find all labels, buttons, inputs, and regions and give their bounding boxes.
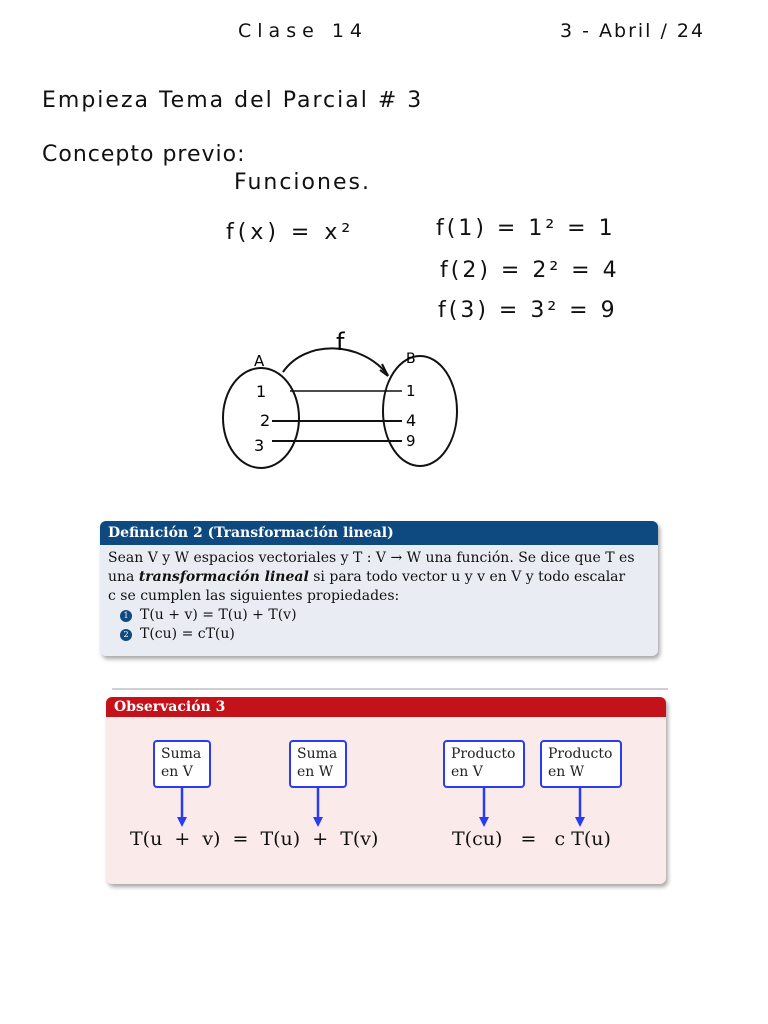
definition-title: Definición 2 (Transformación lineal) xyxy=(100,521,658,545)
mapping-curve-arrowhead xyxy=(379,363,389,377)
notes-line-functions: Funciones. xyxy=(234,170,371,195)
set-b-ellipse xyxy=(382,355,458,467)
page-title: Clase 14 xyxy=(238,20,368,42)
property-item-2: 2 T(cu) = cT(u) xyxy=(120,625,650,644)
mapping-f-label: f xyxy=(336,330,345,356)
mapping-curve-arrow xyxy=(282,347,389,376)
arrowhead-sum-v xyxy=(177,817,187,827)
date-text: 3 - Abril / 24 xyxy=(560,20,706,42)
definition-term: transformación lineal xyxy=(138,569,309,585)
arrowhead-product-w xyxy=(575,817,585,827)
domain-3: 3 xyxy=(254,436,264,455)
example-f1: f(1) = 1² = 1 xyxy=(436,216,616,241)
domain-2: 2 xyxy=(260,411,270,430)
notes-line-topic: Empieza Tema del Parcial # 3 xyxy=(42,88,424,113)
equation-homogeneity: T(cu) = c T(u) xyxy=(452,828,611,850)
property-1: T(u + v) = T(u) + T(v) xyxy=(140,607,297,623)
property-item-1: 1 T(u + v) = T(u) + T(v) xyxy=(120,606,650,625)
observation-title: Observación 3 xyxy=(106,697,666,717)
arrowhead-product-v xyxy=(479,817,489,827)
mapping-diagram: f A B 1 2 3 1 4 9 xyxy=(222,330,458,469)
codomain-1: 1 xyxy=(406,382,416,400)
divider xyxy=(112,688,668,690)
observation-arrows xyxy=(177,788,585,827)
set-a-ellipse xyxy=(222,367,300,469)
codomain-9: 9 xyxy=(406,432,416,450)
bullet-icon: 1 xyxy=(120,609,132,622)
example-f3: f(3) = 3² = 9 xyxy=(438,298,618,323)
set-a-label: A xyxy=(254,352,265,370)
definition-text-line-3: c se cumplen las siguientes propiedades: xyxy=(108,588,400,604)
definition-text-line-2: una transformación lineal si para todo v… xyxy=(108,569,626,585)
set-b-label: B xyxy=(406,351,416,367)
codomain-4: 4 xyxy=(406,411,416,430)
definition-box: Definición 2 (Transformación lineal) Sea… xyxy=(100,521,658,656)
arrowhead-sum-w xyxy=(313,817,323,827)
domain-1: 1 xyxy=(256,382,266,401)
equation-additivity: T(u + v) = T(u) + T(v) xyxy=(130,828,379,850)
property-2: T(cu) = cT(u) xyxy=(140,626,235,642)
definition-text-line-1: Sean V y W espacios vectoriales y T : V … xyxy=(108,550,635,566)
definition-body: Sean V y W espacios vectoriales y T : V … xyxy=(100,545,658,648)
notes-line-concept: Concepto previo: xyxy=(42,142,246,167)
example-f2: f(2) = 2² = 4 xyxy=(440,258,620,283)
bullet-icon: 2 xyxy=(120,628,132,641)
function-definition: f(x) = x² xyxy=(226,220,355,245)
